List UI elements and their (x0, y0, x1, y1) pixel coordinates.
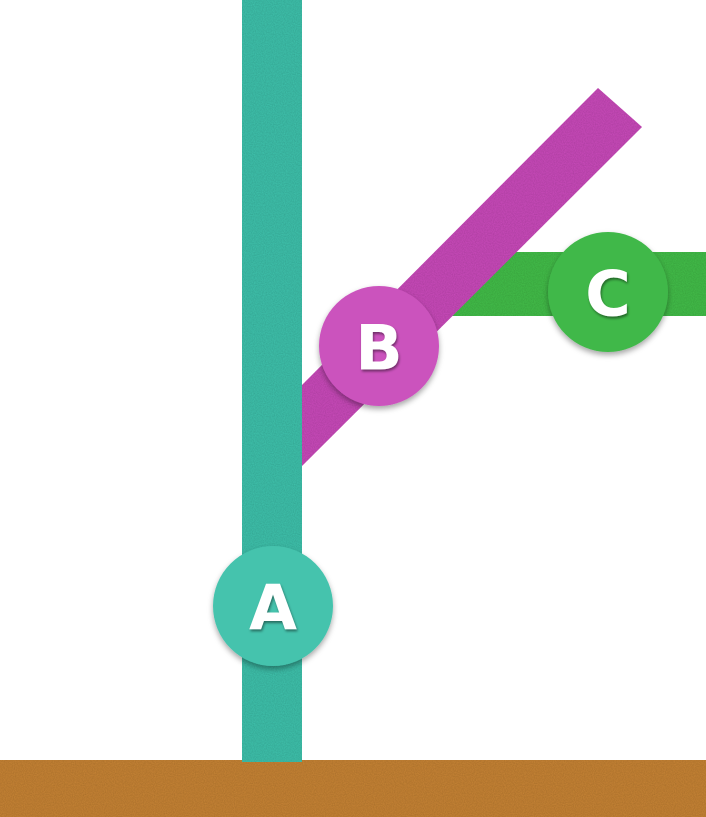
station-b-circle[interactable] (319, 286, 439, 406)
station-c[interactable]: C (548, 232, 668, 352)
station-c-circle[interactable] (548, 232, 668, 352)
station-a-circle[interactable] (213, 546, 333, 666)
orange-ground (0, 760, 706, 817)
station-b[interactable]: B (319, 286, 439, 406)
station-b-label: B (355, 312, 402, 385)
station-a-label: A (249, 572, 297, 645)
station-a[interactable]: A (213, 546, 333, 666)
station-c-label: C (585, 258, 631, 331)
